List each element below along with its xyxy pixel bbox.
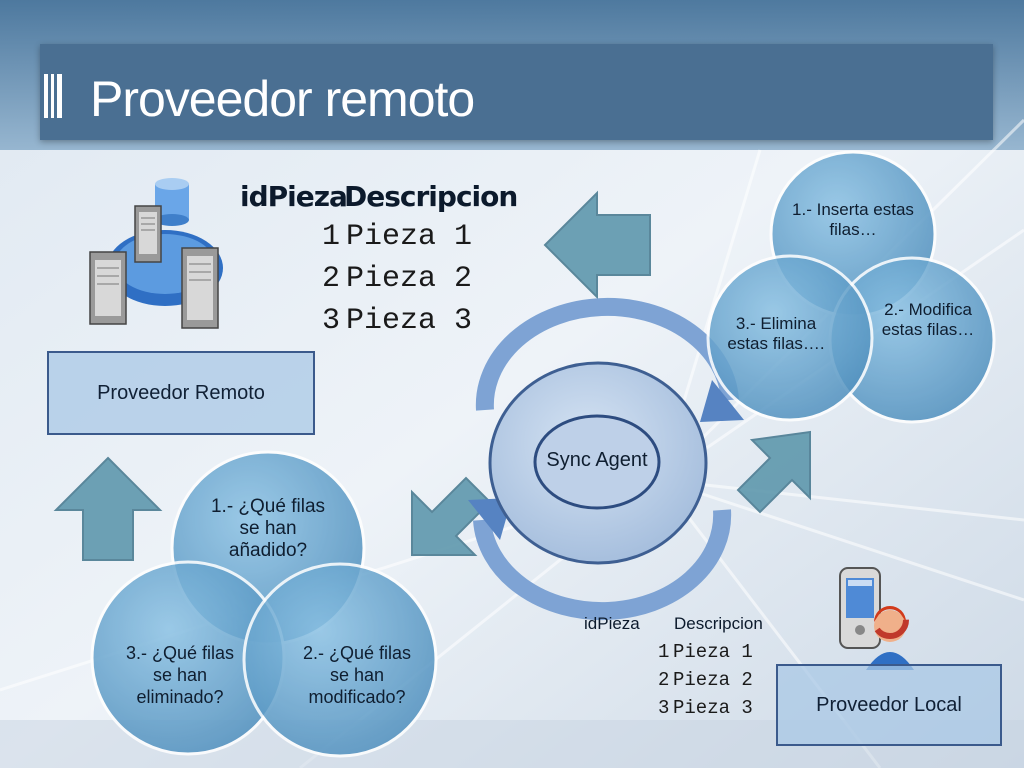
arrow-down-left-icon	[411, 476, 492, 556]
server-cluster-icon	[89, 178, 223, 329]
arrow-up-icon	[53, 456, 163, 561]
actions-venn	[706, 150, 996, 424]
action-delete-label: 3.- Elimina estas filas….	[727, 314, 825, 353]
pda-user-icon	[839, 567, 914, 670]
remote-provider-label: Proveedor Remoto	[97, 381, 265, 404]
local-provider-label: Proveedor Local	[816, 693, 962, 716]
arrow-left-icon	[543, 190, 651, 300]
remote-provider-box: Proveedor Remoto	[47, 351, 315, 435]
slide-title: Proveedor remoto	[90, 71, 475, 127]
remote-table-header-desc: Descripcion	[344, 180, 518, 213]
title-bars-icon	[44, 74, 62, 118]
local-table-header-desc: Descripcion	[674, 614, 763, 633]
question-deleted-label: 3.- ¿Qué filas se han eliminado?	[125, 643, 235, 707]
sync-agent-label: Sync Agent	[546, 449, 648, 471]
questions-venn	[90, 450, 438, 758]
question-modified-label: 2.- ¿Qué filas se han modificado?	[302, 643, 412, 707]
arrow-up-right-icon	[736, 430, 811, 514]
local-table-header-id: idPieza	[584, 614, 640, 633]
local-provider-box: Proveedor Local	[776, 664, 1002, 746]
action-insert-label: 1.- Inserta estas filas…	[792, 200, 914, 239]
remote-table-header-id: idPieza	[240, 180, 348, 213]
question-added-label: 1.- ¿Qué filas se han añadido?	[210, 496, 326, 561]
database-icon	[155, 178, 189, 226]
title-bar	[40, 44, 993, 140]
local-table: idPieza Descripcion 1 Pieza 1 2 Pieza 2 …	[584, 614, 763, 719]
remote-table: idPieza Descripcion 1 Pieza 1 2 Pieza 2 …	[240, 180, 518, 338]
action-modify-label: 2.- Modifica estas filas…	[881, 300, 975, 339]
